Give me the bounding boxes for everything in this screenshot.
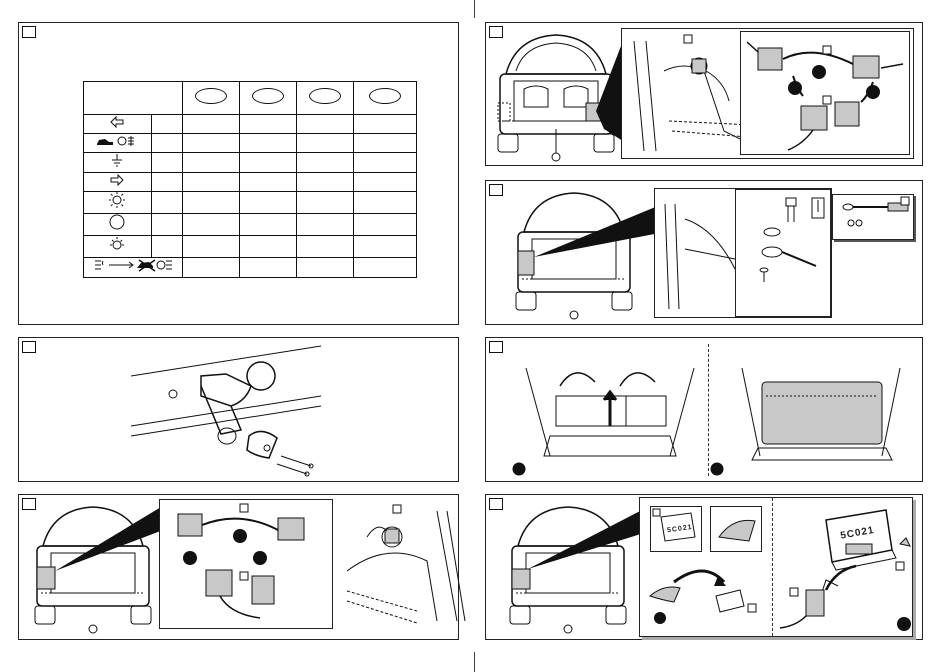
table-row <box>84 115 417 134</box>
tool-inset <box>832 194 914 240</box>
reverse-light-icon <box>109 236 125 252</box>
table-row <box>84 173 417 192</box>
step-box <box>489 341 503 353</box>
divider <box>708 344 709 476</box>
color-oval-1 <box>195 88 227 104</box>
boot-interior-drawing <box>337 501 467 631</box>
seat-folded-drawing <box>520 356 700 466</box>
step-box <box>489 184 503 196</box>
left-arrow-icon <box>110 116 124 128</box>
ground-icon <box>110 153 124 167</box>
panel-rear-seats <box>485 337 923 482</box>
connector-drawing <box>160 500 330 625</box>
table-row <box>84 192 417 214</box>
zoom-wedge <box>528 509 648 569</box>
module-thumb: 5C021 <box>650 506 702 552</box>
adhesive-pad-drawing <box>711 507 761 551</box>
circle-icon <box>109 214 125 230</box>
zoom-wedge <box>534 201 674 261</box>
car-light-icon <box>95 135 139 147</box>
table-row <box>84 134 417 153</box>
label-box <box>684 35 692 43</box>
pad-thumb <box>710 506 762 552</box>
module-inset: 5C021 5C021 <box>639 497 913 637</box>
panel-earth-point <box>485 180 923 325</box>
tow-bar-drawing <box>131 346 331 476</box>
pad-apply-drawing <box>644 560 774 630</box>
bolt-inset <box>735 189 831 317</box>
panel-tow-bar <box>18 337 459 482</box>
table-row <box>84 214 417 236</box>
module-small-drawing: 5C021 <box>651 507 701 551</box>
tool-drawing <box>833 195 913 239</box>
color-oval-2 <box>252 88 284 104</box>
connector-drawing <box>743 34 908 154</box>
step-box <box>22 26 36 38</box>
color-oval-3 <box>309 88 341 104</box>
zoom-wedge <box>55 501 175 571</box>
right-arrow-icon <box>110 174 124 186</box>
wiring-table <box>83 81 417 278</box>
module-large-drawing: 5C021 <box>776 500 911 635</box>
connector-inset <box>159 499 333 629</box>
table-row <box>84 236 417 258</box>
table-row <box>84 153 417 173</box>
step-badge-2 <box>710 462 724 476</box>
fold-mark-top <box>474 0 475 18</box>
color-oval-4 <box>369 88 401 104</box>
connector-inset <box>740 31 910 155</box>
panel-side-connector <box>18 494 459 640</box>
step-box <box>489 498 503 510</box>
seat-raised-drawing <box>736 356 906 466</box>
detail-inset <box>621 28 914 159</box>
fog-light-icon <box>93 258 173 272</box>
step-badge-1 <box>512 462 526 476</box>
panel-module: 5C021 5C021 <box>485 494 923 640</box>
table-row <box>84 258 417 278</box>
earth-inset <box>654 188 832 318</box>
bolt-drawing <box>736 190 832 315</box>
panel-rear-connector <box>485 22 923 166</box>
fold-mark-bottom <box>474 652 475 672</box>
step-box <box>22 341 36 353</box>
brake-light-icon <box>109 192 125 208</box>
panel-wiring-table <box>18 22 459 325</box>
